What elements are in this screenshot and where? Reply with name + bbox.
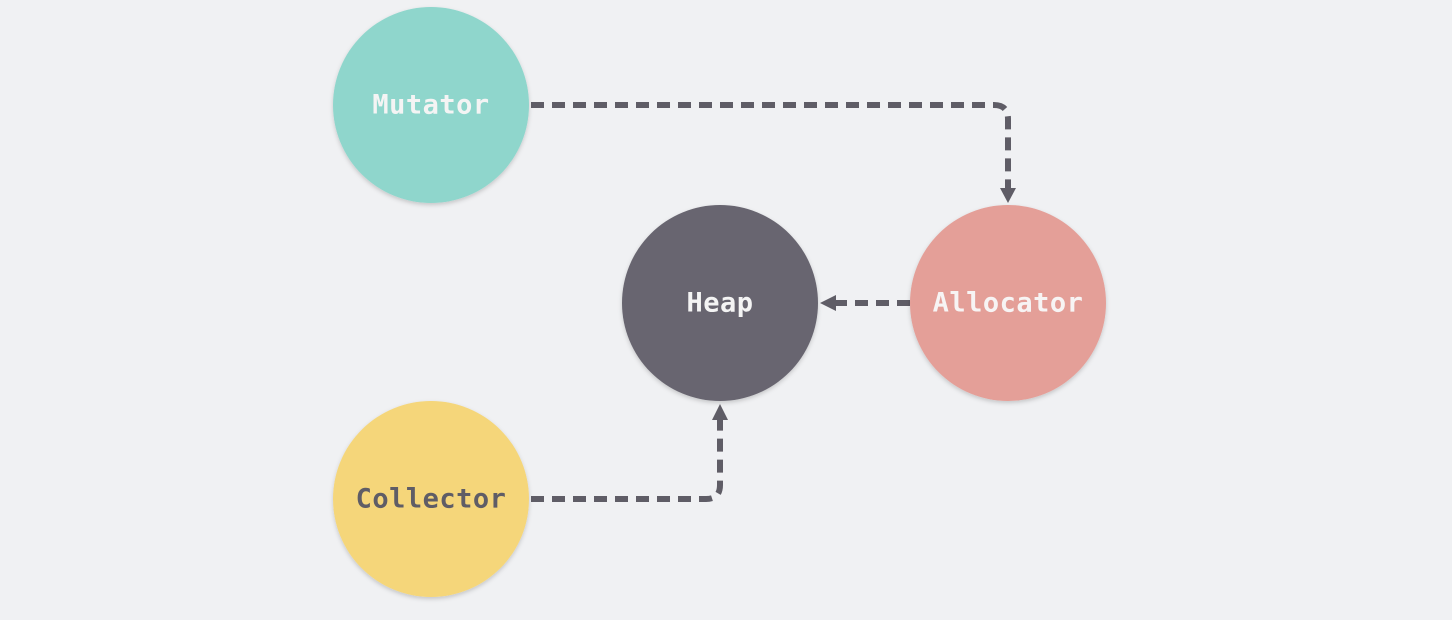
edge-mutator-to-allocator <box>531 102 1011 190</box>
arrowhead-into-heap-bottom <box>712 404 728 420</box>
node-mutator: Mutator <box>333 7 529 203</box>
node-collector: Collector <box>333 401 529 597</box>
edge-collector-to-heap <box>531 418 723 502</box>
heap-label: Heap <box>686 288 753 319</box>
connectors <box>531 102 1016 502</box>
arrowhead-into-allocator <box>1000 188 1016 203</box>
node-heap: Heap <box>622 205 818 401</box>
allocator-circle <box>910 205 1106 401</box>
allocator-label: Allocator <box>933 288 1084 319</box>
collector-circle <box>333 401 529 597</box>
mutator-circle <box>333 7 529 203</box>
heap-circle <box>622 205 818 401</box>
arrowhead-into-heap-right <box>820 295 836 311</box>
node-allocator: Allocator <box>910 205 1106 401</box>
collector-label: Collector <box>356 484 507 515</box>
mutator-label: Mutator <box>372 90 489 121</box>
